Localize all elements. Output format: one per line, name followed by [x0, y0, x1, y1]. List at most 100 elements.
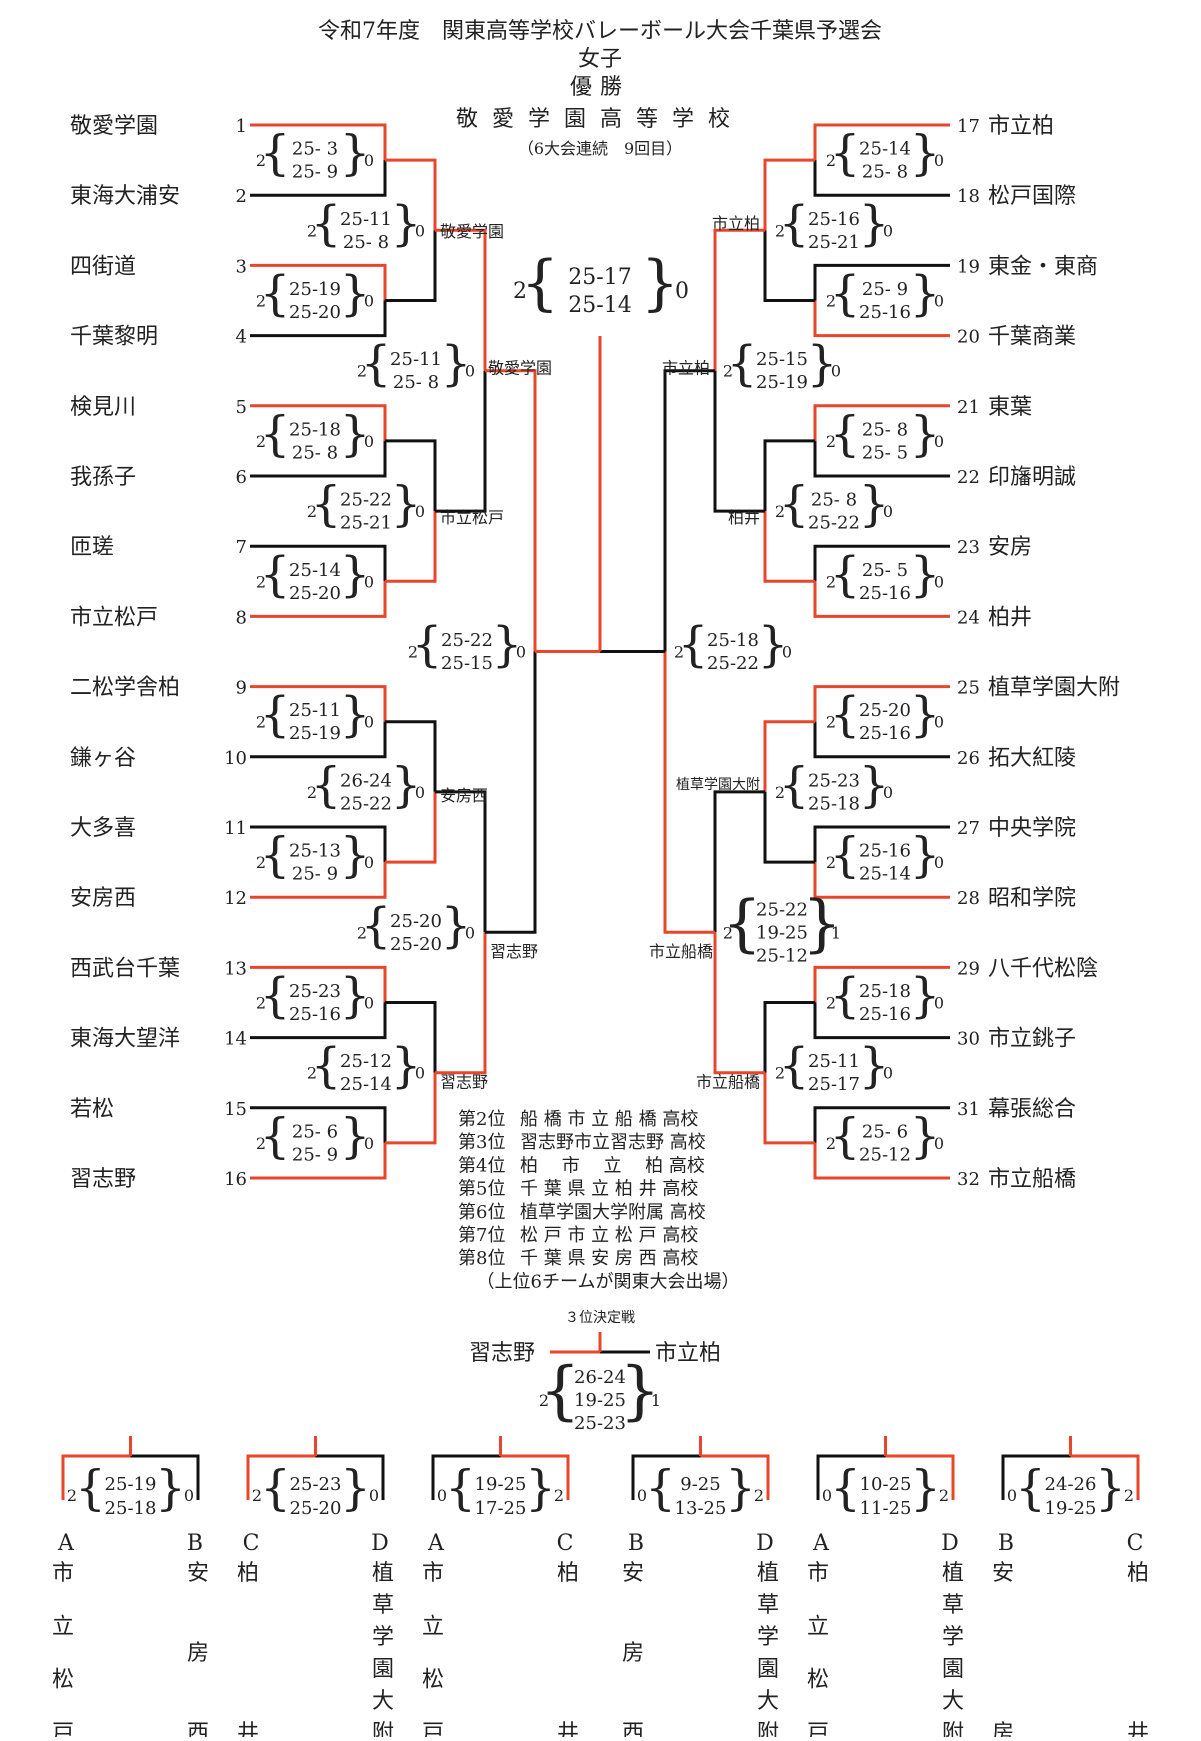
sets-won-left: 2	[826, 151, 836, 170]
r1-line-top	[813, 123, 950, 161]
ranking-team: 千 葉 県 安 房 西 高校	[520, 1248, 698, 1269]
ranking-team: 習志野市立習志野 高校	[520, 1132, 706, 1153]
r2-line-top	[385, 158, 437, 231]
set-score: 25-22	[340, 793, 392, 814]
left-team-name: 敬愛学園	[70, 114, 158, 139]
sets-won-right: 0	[415, 783, 425, 802]
r1-line-bottom	[250, 160, 387, 197]
placement-line-right	[130, 1454, 200, 1500]
sets-won-right: 0	[465, 923, 475, 942]
left-team-name: 検見川	[70, 395, 136, 420]
r2-line-top	[763, 1001, 815, 1073]
ranking-place: 第5位	[458, 1179, 505, 1200]
brace-right: }	[340, 968, 371, 1024]
brace-right: }	[340, 406, 371, 462]
brace-left: {	[830, 125, 861, 181]
set-score: 17-25	[475, 1498, 527, 1519]
brace-left: {	[311, 476, 342, 532]
brace-right: }	[910, 1108, 941, 1164]
sets-won-left: 2	[408, 643, 418, 662]
set-score: 25-12	[859, 1144, 911, 1165]
set-score: 25- 9	[292, 1144, 338, 1165]
right-team-name: 市立船橋	[988, 1167, 1076, 1192]
left-team-number: 15	[224, 1099, 247, 1120]
rankings-list: 第2位船 橋 市 立 船 橋 高校第3位習志野市立習志野 高校第4位柏 市 立 …	[458, 1109, 739, 1292]
left-team-name: 匝瑳	[70, 535, 114, 560]
sets-won-left: 2	[826, 1134, 836, 1153]
set-score: 25-14	[289, 560, 341, 581]
placement-team-right: 植草学園大附	[757, 1561, 779, 1737]
right-team-name: 東葉	[988, 395, 1032, 420]
r3-line-bottom	[713, 370, 765, 513]
r3-line-top	[435, 790, 487, 933]
set-score: 25-15	[756, 349, 808, 370]
left-team-name: 安房西	[70, 886, 136, 911]
left-team-number: 2	[236, 186, 247, 207]
placement-line-left	[816, 1454, 886, 1500]
set-score: 25- 8	[811, 490, 857, 511]
left-team-name: 市立松戸	[70, 605, 158, 630]
set-score: 25-18	[105, 1498, 157, 1519]
sets-won-right: 0	[364, 151, 374, 170]
r2-line-top	[385, 720, 437, 792]
set-score: 25-12	[756, 945, 808, 966]
placement-key-right: D	[941, 1531, 959, 1556]
r1-line-bottom	[813, 1142, 950, 1180]
sets-won-left: 2	[723, 923, 733, 942]
r3-line-bottom	[713, 932, 765, 1075]
r2-line-top	[763, 439, 815, 512]
set-score: 25-19	[105, 1474, 157, 1495]
placement-team-left: 市立松戸	[52, 1561, 74, 1737]
r1-line-top	[813, 404, 950, 441]
brace-right: }	[340, 1460, 371, 1516]
placement-key-left: A	[427, 1531, 445, 1556]
sets-won-left: 2	[307, 221, 317, 240]
r1-line-top	[813, 685, 950, 722]
set-score: 25- 6	[862, 1121, 908, 1142]
placement-key-right: D	[371, 1531, 389, 1556]
brace-left: {	[830, 1108, 861, 1164]
left-team-name: 二松学舎柏	[70, 676, 180, 701]
r1-line-top	[250, 123, 387, 161]
set-score: 25-16	[859, 302, 911, 323]
r2-line-bottom	[385, 1072, 437, 1145]
sets-won-right: 0	[369, 1486, 379, 1505]
ranking-place: 第3位	[458, 1132, 505, 1153]
set-score: 25-22	[441, 630, 493, 651]
placement-team-right: 柏井	[557, 1561, 579, 1737]
brace-right: }	[391, 757, 422, 813]
sets-won-right: 2	[554, 1486, 564, 1505]
left-team-number: 6	[236, 467, 247, 488]
ranking-place: 第4位	[458, 1155, 505, 1176]
placement-key-left: C	[243, 1531, 260, 1556]
left-team-number: 3	[236, 256, 247, 277]
set-score: 25-20	[289, 302, 341, 323]
left-team-number: 9	[236, 678, 247, 699]
left-team-number: 13	[224, 958, 247, 979]
r2-line-bottom	[385, 791, 437, 864]
brace-right: }	[910, 266, 941, 322]
brace-left: {	[361, 897, 392, 953]
set-score: 25-19	[289, 279, 341, 300]
brace-left: {	[445, 1460, 476, 1516]
brace-left: {	[311, 1038, 342, 1094]
placement-key-left: B	[628, 1531, 644, 1556]
placement-line-left	[431, 1454, 501, 1500]
set-score: 19-25	[475, 1474, 527, 1495]
set-score: 25-11	[340, 209, 392, 230]
set-score: 25-22	[707, 653, 759, 674]
set-score: 25-20	[290, 1498, 342, 1519]
sets-won-left: 2	[307, 502, 317, 521]
set-score: 10-25	[860, 1474, 912, 1495]
r1-line-top	[250, 965, 387, 1003]
sets-won-right: 2	[754, 1486, 764, 1505]
